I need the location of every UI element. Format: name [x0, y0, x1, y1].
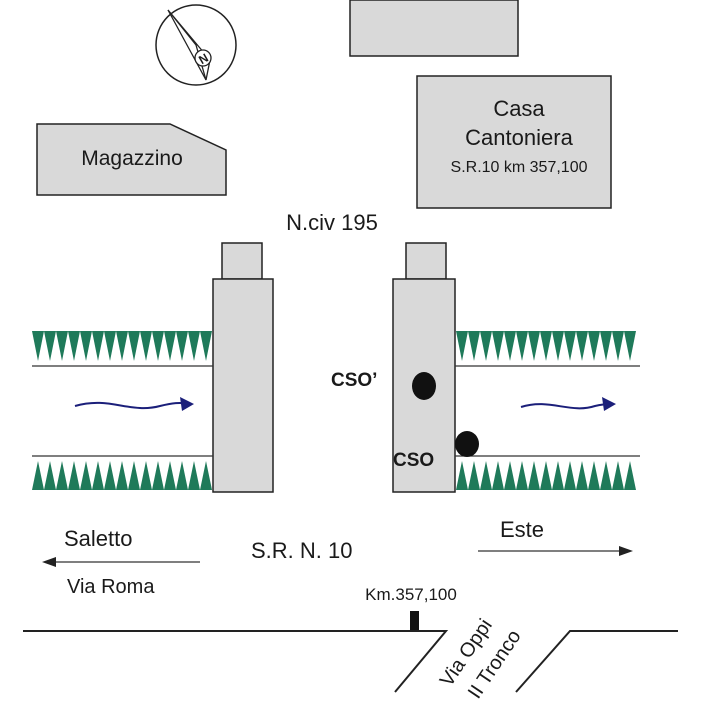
- vegetation-spike: [128, 331, 140, 361]
- vegetation-spike: [32, 331, 44, 361]
- vegetation-spike: [540, 461, 552, 490]
- cso-label: CSO: [393, 450, 434, 471]
- casa-label-line1: Casa: [493, 96, 545, 121]
- vegetation-spike: [456, 461, 468, 490]
- gate-pillar-left: [212, 278, 274, 493]
- left-street: Via Roma: [67, 576, 155, 598]
- vegetation-spike: [92, 331, 104, 361]
- vegetation-spike: [480, 461, 492, 490]
- arrow-left-head: [42, 557, 56, 567]
- vegetation-spike: [516, 461, 528, 490]
- vegetation-spike: [152, 331, 164, 361]
- building-magazzino: [36, 123, 227, 196]
- road-edge-right: [515, 630, 678, 693]
- vegetation-spike: [480, 331, 492, 361]
- flow-direction-arrow-icon: [520, 397, 616, 411]
- vegetation-spike: [600, 331, 612, 361]
- arrow-right-head: [619, 546, 633, 556]
- main-road-label: S.R. N. 10: [251, 538, 352, 563]
- kilometre-marker-post: [410, 611, 419, 631]
- vegetation-spike: [104, 461, 116, 490]
- vegetation-spike: [504, 331, 516, 361]
- cso-point: [455, 431, 479, 457]
- vegetation-spike: [624, 331, 636, 361]
- vegetation-spike: [116, 461, 128, 490]
- vegetation-spike: [540, 331, 552, 361]
- flow-direction-arrow-icon: [74, 397, 194, 411]
- left-destination: Saletto: [64, 526, 133, 551]
- casa-label-line2: Cantoniera: [465, 125, 573, 150]
- right-destination: Este: [500, 517, 544, 542]
- vegetation-spike: [200, 461, 212, 490]
- vegetation-spike: [612, 461, 624, 490]
- vegetation-spike: [176, 331, 188, 361]
- cso-prime-point: [412, 372, 436, 400]
- vegetation-spike: [564, 331, 576, 361]
- vegetation-right-top: [456, 331, 636, 361]
- vegetation-spike: [552, 461, 564, 490]
- vegetation-spike: [68, 461, 80, 490]
- vegetation-left-top: [32, 331, 212, 361]
- vegetation-spike: [576, 461, 588, 490]
- vegetation-spike: [152, 461, 164, 490]
- building-top: [349, 0, 519, 57]
- vegetation-spike: [528, 331, 540, 361]
- vegetation-spike: [468, 461, 480, 490]
- vegetation-spike: [624, 461, 636, 490]
- vegetation-spike: [68, 331, 80, 361]
- north-arrow-icon: N: [155, 4, 237, 86]
- building-casa-cantoniera: [416, 75, 612, 209]
- vegetation-spike: [492, 331, 504, 361]
- vegetation-spike: [492, 461, 504, 490]
- vegetation-spike: [188, 331, 200, 361]
- vegetation-spike: [600, 461, 612, 490]
- vegetation-spike: [116, 331, 128, 361]
- road-edge: [23, 630, 449, 693]
- vegetation-spike: [44, 331, 56, 361]
- vegetation-spike: [32, 461, 44, 490]
- vegetation-spike: [104, 331, 116, 361]
- gate-cap-left: [221, 242, 263, 280]
- civic-number: N.civ 195: [286, 210, 378, 235]
- vegetation-spike: [456, 331, 468, 361]
- vegetation-spike: [504, 461, 516, 490]
- vegetation-spike: [588, 461, 600, 490]
- casa-address: S.R.10 km 357,100: [451, 159, 588, 176]
- vegetation-spike: [80, 331, 92, 361]
- gate-cap-right: [405, 242, 447, 280]
- vegetation-spike: [164, 331, 176, 361]
- vegetation-spike: [44, 461, 56, 490]
- vegetation-spike: [56, 331, 68, 361]
- vegetation-spike: [588, 331, 600, 361]
- vegetation-spike: [176, 461, 188, 490]
- vegetation-spike: [80, 461, 92, 490]
- magazzino-label: Magazzino: [81, 147, 183, 170]
- vegetation-spike: [56, 461, 68, 490]
- vegetation-spike: [140, 331, 152, 361]
- vegetation-left-bottom: [32, 461, 212, 490]
- vegetation-spike: [612, 331, 624, 361]
- vegetation-spike: [164, 461, 176, 490]
- vegetation-spike: [528, 461, 540, 490]
- vegetation-spike: [92, 461, 104, 490]
- vegetation-spike: [576, 331, 588, 361]
- vegetation-spike: [188, 461, 200, 490]
- vegetation-spike: [564, 461, 576, 490]
- vegetation-spike: [140, 461, 152, 490]
- vegetation-right-bottom: [456, 461, 636, 490]
- kilometre-marker-label: Km.357,100: [365, 585, 457, 604]
- vegetation-spike: [552, 331, 564, 361]
- cso-prime-label: CSO’: [331, 370, 377, 391]
- vegetation-spike: [468, 331, 480, 361]
- vegetation-spike: [516, 331, 528, 361]
- vegetation-spike: [200, 331, 212, 361]
- vegetation-spike: [128, 461, 140, 490]
